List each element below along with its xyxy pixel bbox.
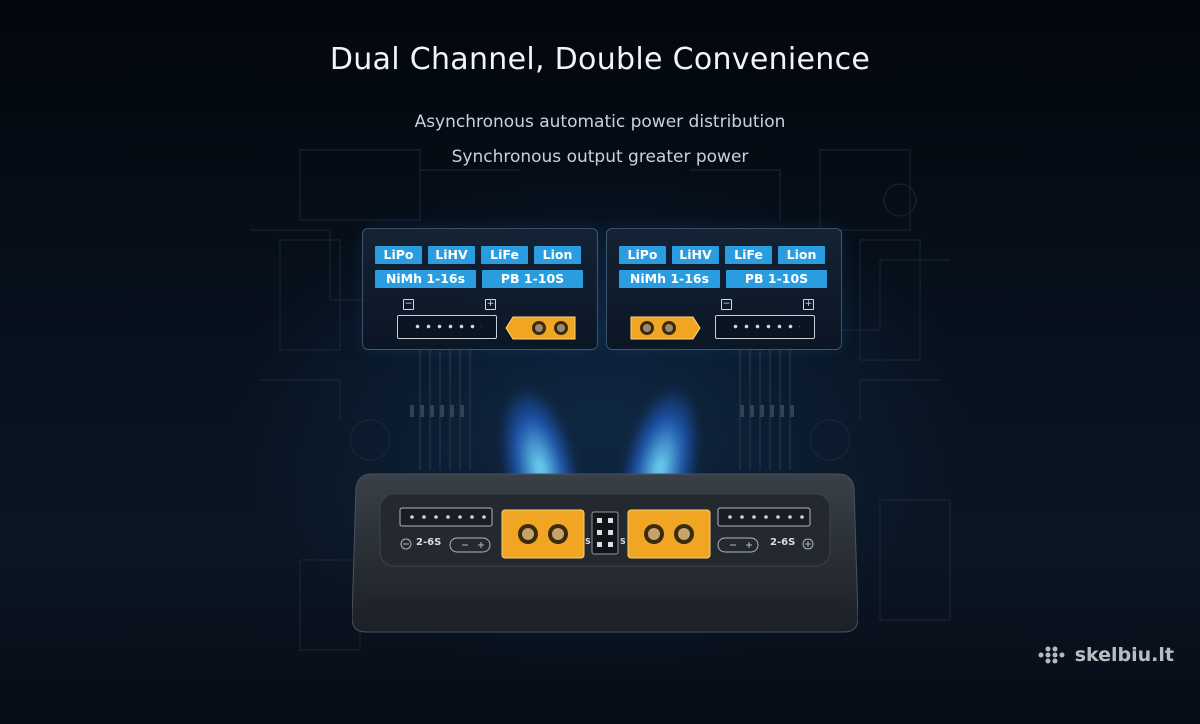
- minus-icon: −: [721, 299, 732, 310]
- tag-lion: Lion: [778, 246, 825, 264]
- tag-nimh: NiMh 1-16s: [375, 270, 476, 288]
- watermark-text: skelbiu.lt: [1074, 644, 1174, 666]
- balance-port-icon: [397, 315, 497, 339]
- port-marker-right: S: [620, 537, 626, 546]
- balance-label-right: 2-6S: [770, 537, 796, 548]
- battery-type-tags: LiPo LiHV LiFe Lion NiMh 1-16s PB 1-10S: [619, 246, 831, 294]
- plus-icon: +: [803, 299, 814, 310]
- page-title: Dual Channel, Double Convenience: [329, 42, 871, 77]
- xt60-connector-icon: [630, 316, 701, 340]
- tag-lion: Lion: [534, 246, 581, 264]
- dots-logo-icon: [1038, 646, 1065, 664]
- subtitle-sync: Synchronous output greater power: [451, 147, 749, 167]
- tag-lihv: LiHV: [672, 246, 719, 264]
- port-marker-left: S: [585, 537, 591, 546]
- battery-type-tags: LiPo LiHV LiFe Lion NiMh 1-16s PB 1-10S: [375, 246, 587, 294]
- charger-device: 2-6S 2-6S S S: [351, 468, 859, 638]
- tag-lipo: LiPo: [375, 246, 422, 264]
- tag-life: LiFe: [725, 246, 772, 264]
- tag-lihv: LiHV: [428, 246, 475, 264]
- charger-device-illustration: [351, 473, 859, 633]
- tag-life: LiFe: [481, 246, 528, 264]
- channel-panel-left: LiPo LiHV LiFe Lion NiMh 1-16s PB 1-10S …: [362, 228, 598, 350]
- tag-pb: PB 1-10S: [482, 270, 583, 288]
- xt60-connector-icon: [505, 316, 576, 340]
- channel-panel-right: LiPo LiHV LiFe Lion NiMh 1-16s PB 1-10S …: [606, 228, 842, 350]
- tag-lipo: LiPo: [619, 246, 666, 264]
- balance-label-left: 2-6S: [416, 537, 442, 548]
- subtitle-async: Asynchronous automatic power distributio…: [414, 112, 786, 132]
- plus-icon: +: [485, 299, 496, 310]
- minus-icon: −: [403, 299, 414, 310]
- tag-pb: PB 1-10S: [726, 270, 827, 288]
- tag-nimh: NiMh 1-16s: [619, 270, 720, 288]
- watermark: skelbiu.lt: [1037, 644, 1174, 666]
- balance-port-icon: [715, 315, 815, 339]
